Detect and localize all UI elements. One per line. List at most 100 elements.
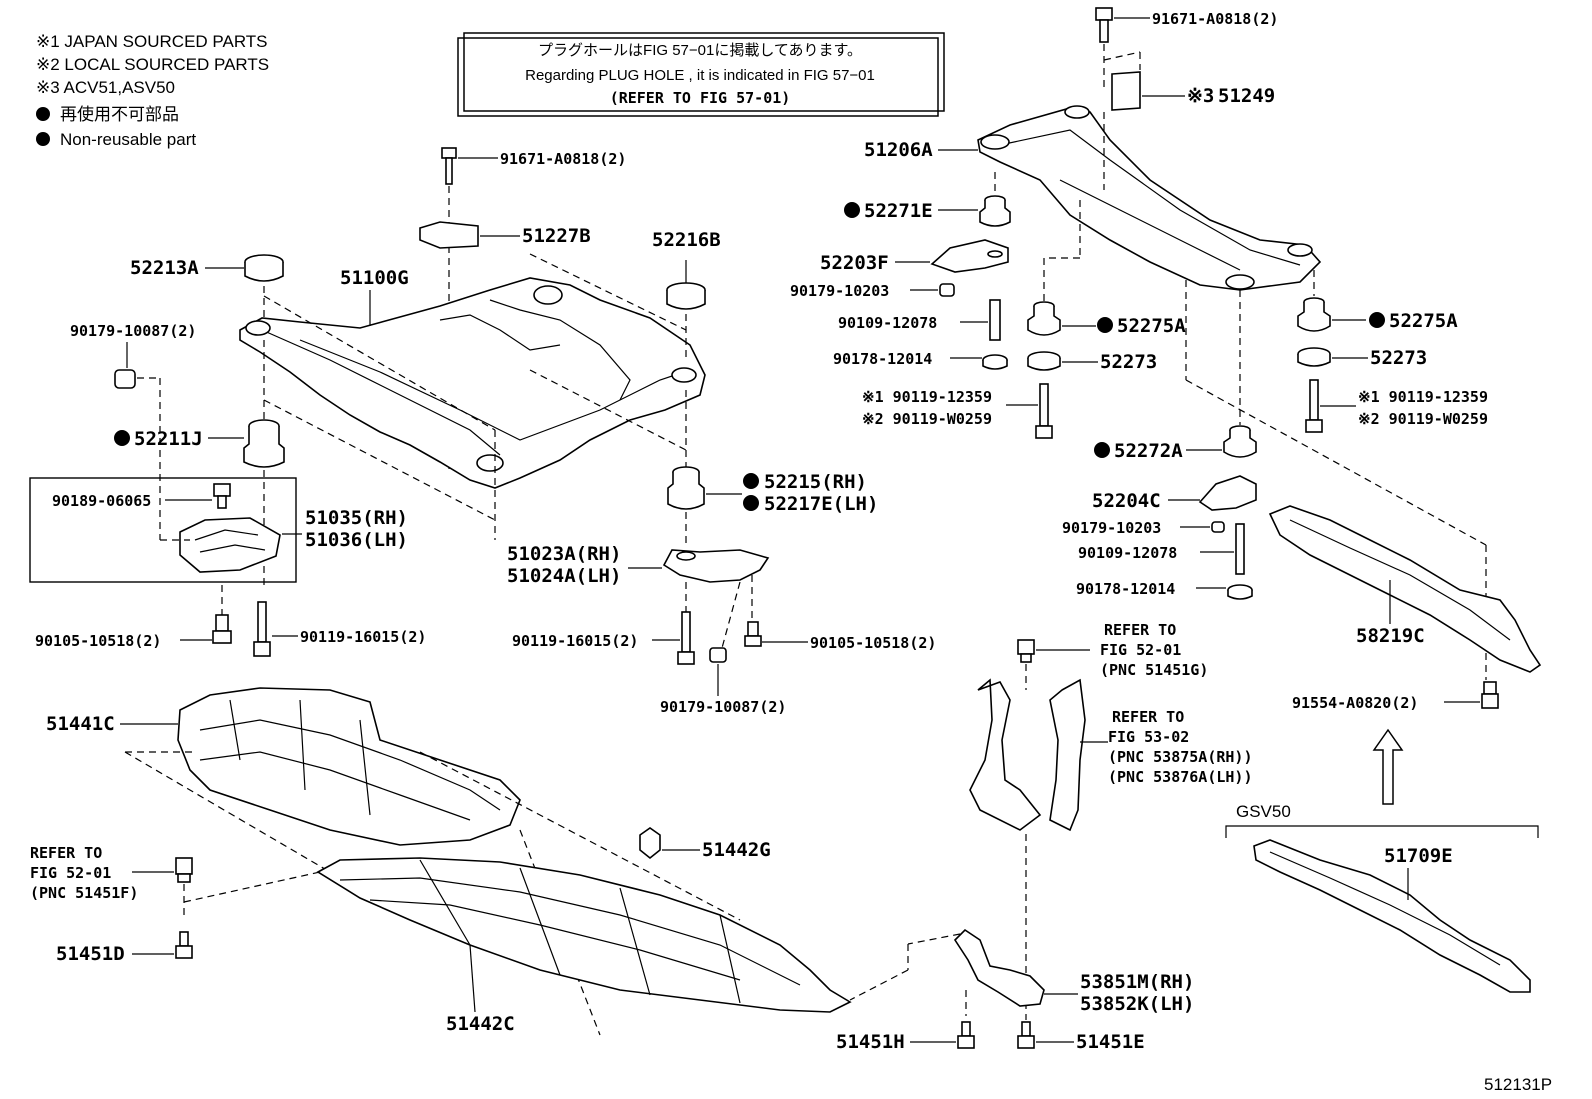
bushing-52216b bbox=[666, 282, 706, 310]
ref-51451g-line3: (PNC 51451G) bbox=[1100, 661, 1208, 679]
label-51441c: 51441C bbox=[46, 713, 115, 735]
front-crossmember-group: 91671-A0818(2) 51227B 51100G 52213A bbox=[29, 147, 936, 716]
label-51206a: 51206A bbox=[864, 139, 933, 161]
label-51451e: 51451E bbox=[1076, 1031, 1145, 1053]
ref-53875a-line4: (PNC 53876A(LH)) bbox=[1108, 768, 1253, 786]
non-reusable-bullet-icon bbox=[1094, 442, 1110, 458]
label-90109-12078-lower: 90109-12078 bbox=[1078, 544, 1177, 562]
clip-icon bbox=[175, 857, 193, 883]
label-52275a-right: 52275A bbox=[1389, 310, 1458, 332]
reinforcement-58219c bbox=[1268, 505, 1542, 673]
note-japan-sourced: ※1 JAPAN SOURCED PARTS bbox=[36, 32, 268, 51]
washer-52273-left bbox=[1027, 351, 1061, 371]
label-51451h: 51451H bbox=[836, 1031, 905, 1053]
label-52216b: 52216B bbox=[652, 229, 721, 251]
label-52273-left: 52273 bbox=[1100, 351, 1157, 373]
bracket-51227b bbox=[419, 221, 479, 249]
bolt-icon bbox=[1017, 1021, 1035, 1049]
label-51036-lh: 51036(LH) bbox=[305, 529, 408, 551]
splash-shield-right bbox=[1049, 678, 1086, 832]
label-52275a-left: 52275A bbox=[1117, 315, 1186, 337]
label-51442c: 51442C bbox=[446, 1013, 515, 1035]
label-51709e: 51709E bbox=[1384, 845, 1453, 867]
ref-51451f-line1: REFER TO bbox=[30, 844, 102, 862]
label-51035-rh: 51035(RH) bbox=[305, 507, 408, 529]
crossmember-51206a bbox=[977, 107, 1322, 291]
label-52203f: 52203F bbox=[820, 252, 889, 274]
label-90178-12014-lower: 90178-12014 bbox=[1076, 580, 1175, 598]
label-53852k-lh: 53852K(LH) bbox=[1080, 993, 1194, 1015]
label-90179-10087-left: 90179-10087(2) bbox=[70, 322, 196, 340]
non-reusable-bullet-icon bbox=[1097, 317, 1113, 333]
ref-51451g-line2: FIG 52-01 bbox=[1100, 641, 1181, 659]
clip-icon bbox=[1017, 639, 1035, 663]
label-53851m-rh: 53851M(RH) bbox=[1080, 971, 1194, 993]
bushing-52271e bbox=[979, 195, 1011, 227]
label-90179-10203-lower: 90179-10203 bbox=[1062, 519, 1161, 537]
nut-90179-10087-icon bbox=[709, 647, 727, 663]
bolt-icon bbox=[1095, 7, 1113, 43]
bracket-51249 bbox=[1111, 71, 1141, 111]
ref-53875a-line2: FIG 53-02 bbox=[1108, 728, 1189, 746]
bushing-52275a-left bbox=[1027, 301, 1061, 336]
bolt-icon bbox=[441, 147, 457, 185]
label-90105-10518-right: 90105-10518(2) bbox=[810, 634, 936, 652]
plug-hole-notice: プラグホールはFIG 57−01に掲載してあります。 Regarding PLU… bbox=[457, 32, 945, 117]
label-91671-a0818-left: 91671-A0818(2) bbox=[500, 150, 626, 168]
crossmember-51100g bbox=[239, 277, 706, 489]
bolt-icon bbox=[744, 621, 762, 647]
label-90189-06065: 90189-06065 bbox=[52, 492, 151, 510]
label-gsv50: GSV50 bbox=[1236, 802, 1291, 821]
long-bolt-icon bbox=[253, 601, 271, 657]
notice-line-jp: プラグホールはFIG 57−01に掲載してあります。 bbox=[538, 42, 862, 59]
plate-51035 bbox=[179, 517, 281, 573]
label-51249-num: 51249 bbox=[1218, 85, 1275, 107]
label-51024a-lh: 51024A(LH) bbox=[507, 565, 621, 587]
note-acv51: ※3 ACV51,ASV50 bbox=[36, 78, 175, 97]
bolt-icon bbox=[1481, 681, 1499, 709]
non-reusable-bullet-icon bbox=[844, 202, 860, 218]
label-52215-rh: 52215(RH) bbox=[764, 471, 867, 493]
clip-90189 bbox=[213, 483, 231, 509]
label-51249: ※3 bbox=[1187, 85, 1214, 107]
cover-51441c bbox=[177, 687, 521, 846]
long-bolt-icon bbox=[677, 611, 695, 665]
rear-member-group: 91671-A0818(2) ※3 51249 51206A bbox=[790, 7, 1542, 993]
ref-53875a-line3: (PNC 53875A(RH)) bbox=[1108, 748, 1253, 766]
label-52273-right: 52273 bbox=[1370, 347, 1427, 369]
label-90105-10518-left: 90105-10518(2) bbox=[35, 632, 161, 650]
bracket-52203f bbox=[930, 239, 1009, 273]
nut-90179-10087 bbox=[114, 369, 136, 389]
ref-51451f-line2: FIG 52-01 bbox=[30, 864, 111, 882]
stud-icon bbox=[1235, 523, 1245, 575]
long-bolt-icon bbox=[1305, 379, 1323, 433]
bushing-52215 bbox=[667, 466, 705, 510]
label-90119-16015-right: 90119-16015(2) bbox=[512, 632, 638, 650]
ref-53875a-line1: REFER TO bbox=[1112, 708, 1184, 726]
notice-refer: (REFER TO FIG 57-01) bbox=[610, 89, 791, 107]
non-reusable-bullet-icon bbox=[114, 430, 130, 446]
label-51023a-rh: 51023A(RH) bbox=[507, 543, 621, 565]
reinforcement-51709e bbox=[1253, 839, 1531, 993]
note-non-reusable-en: Non-reusable part bbox=[60, 130, 196, 149]
bushing-52213a bbox=[244, 254, 284, 282]
label-58219c: 58219C bbox=[1356, 625, 1425, 647]
washer-52273-right bbox=[1297, 347, 1331, 367]
label-90119-16015-left: 90119-16015(2) bbox=[300, 628, 426, 646]
label-51227b: 51227B bbox=[522, 225, 591, 247]
stud-icon bbox=[989, 299, 1001, 341]
label-90119-12359-right: ※1 90119-12359 bbox=[1358, 388, 1488, 406]
label-90119-w0259-right: ※2 90119-W0259 bbox=[1358, 410, 1488, 428]
label-51451d: 51451D bbox=[56, 943, 125, 965]
bushing-52275a-right bbox=[1297, 297, 1331, 332]
label-90179-10203-upper: 90179-10203 bbox=[790, 282, 889, 300]
splash-shield-left bbox=[969, 678, 1042, 831]
arrow-up-icon bbox=[1372, 728, 1404, 805]
label-51442g: 51442G bbox=[702, 839, 771, 861]
bolt-icon bbox=[957, 1021, 975, 1049]
label-91671-a0818-right: 91671-A0818(2) bbox=[1152, 10, 1278, 28]
nut-icon bbox=[939, 283, 955, 297]
label-90119-12359-left: ※1 90119-12359 bbox=[862, 388, 992, 406]
label-52217e-lh: 52217E(LH) bbox=[764, 493, 878, 515]
